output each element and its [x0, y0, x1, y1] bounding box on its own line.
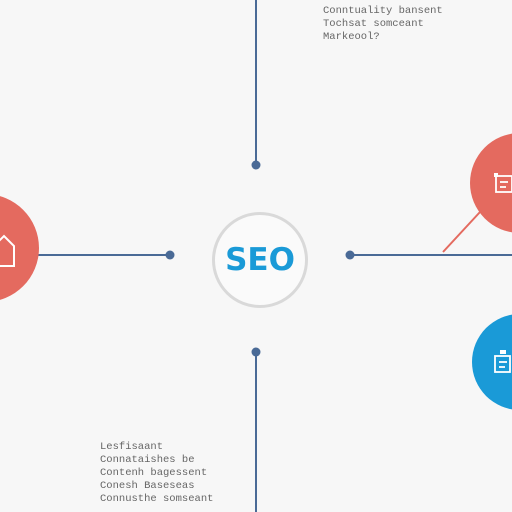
note-bottom: Lesfisaant Connataishes be Contenh bages…	[100, 441, 213, 506]
node-right-top[interactable]	[470, 133, 512, 233]
document-icon	[494, 173, 512, 193]
node-left[interactable]	[0, 194, 39, 302]
connector-bottom-dot	[251, 347, 261, 357]
note-top-line: Markeool?	[323, 31, 380, 43]
note-bottom-line: Contenh bagessent	[100, 467, 208, 479]
home-icon	[0, 234, 15, 267]
note-bottom-line: Connusthe somseant	[100, 493, 214, 505]
note-top-line: Tochsat somceant	[323, 18, 424, 30]
note-top: Conntuality bansent Tochsat somceant Mar…	[323, 5, 443, 44]
connector-right-dot	[345, 250, 355, 260]
center-node[interactable]: SEO	[212, 212, 308, 308]
note-bottom-line: Lesfisaant	[100, 441, 164, 453]
connector-left-dot	[165, 250, 175, 260]
note-bottom-line: Conesh Baseseas	[100, 480, 195, 492]
node-right-bottom[interactable]	[472, 314, 512, 410]
connector-right-diagonal	[442, 211, 481, 253]
note-top-line: Conntuality bansent	[323, 5, 443, 17]
note-bottom-line: Connataishes be	[100, 454, 195, 466]
center-label: SEO	[225, 242, 295, 278]
connector-top-dot	[251, 160, 261, 170]
document-icon	[494, 350, 511, 373]
